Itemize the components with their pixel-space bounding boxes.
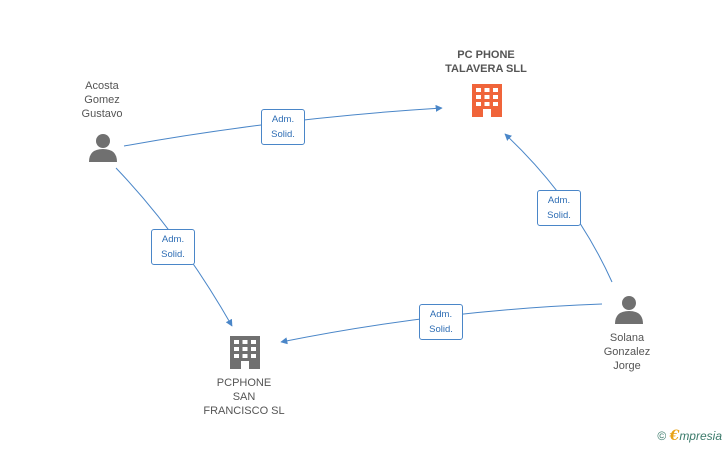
edge-label-role: Adm. Solid. <box>419 304 463 340</box>
company-label-line: SAN <box>232 391 256 403</box>
person-label-line: Jorge <box>613 360 641 372</box>
person-label-acosta[interactable]: Acosta Gomez Gustavo <box>63 79 141 121</box>
building-icon[interactable] <box>230 336 260 369</box>
edge-label-line: Solid. <box>547 210 571 221</box>
person-label-line: Gonzalez <box>603 346 651 358</box>
person-label-line: Solana <box>609 332 645 344</box>
company-label-talavera[interactable]: PC PHONE TALAVERA SLL <box>428 48 544 76</box>
person-label-line: Acosta <box>85 80 119 92</box>
building-icon[interactable] <box>472 84 502 117</box>
company-label-line: PCPHONE <box>216 377 272 389</box>
edge-label-line: Adm. <box>271 114 295 125</box>
company-label-line: FRANCISCO SL <box>203 405 285 417</box>
company-label-line: PC PHONE <box>457 49 515 61</box>
person-label-line: Gustavo <box>81 108 123 120</box>
edge-label-line: Solid. <box>161 249 185 260</box>
edge-label-line: Solid. <box>429 324 453 335</box>
copyright-symbol: © <box>657 429 667 443</box>
brand-logo-initial: € <box>669 428 680 444</box>
edge-label-line: Solid. <box>271 129 295 140</box>
brand-footer[interactable]: © €mpresia <box>657 428 722 444</box>
edge-label-role: Adm. Solid. <box>261 109 305 145</box>
company-label-sanfrancisco[interactable]: PCPHONE SAN FRANCISCO SL <box>190 376 298 418</box>
edge-label-line: Adm. <box>547 195 571 206</box>
person-icon[interactable] <box>89 134 117 162</box>
edge-label-line: Adm. <box>161 234 185 245</box>
edge-label-role: Adm. Solid. <box>151 229 195 265</box>
person-label-solana[interactable]: Solana Gonzalez Jorge <box>588 331 666 373</box>
person-icon[interactable] <box>615 296 643 324</box>
edge-label-role: Adm. Solid. <box>537 190 581 226</box>
person-label-line: Gomez <box>84 94 120 106</box>
brand-logo-text: mpresia <box>679 429 722 443</box>
edge-label-line: Adm. <box>429 309 453 320</box>
company-label-line: TALAVERA SLL <box>445 63 527 75</box>
